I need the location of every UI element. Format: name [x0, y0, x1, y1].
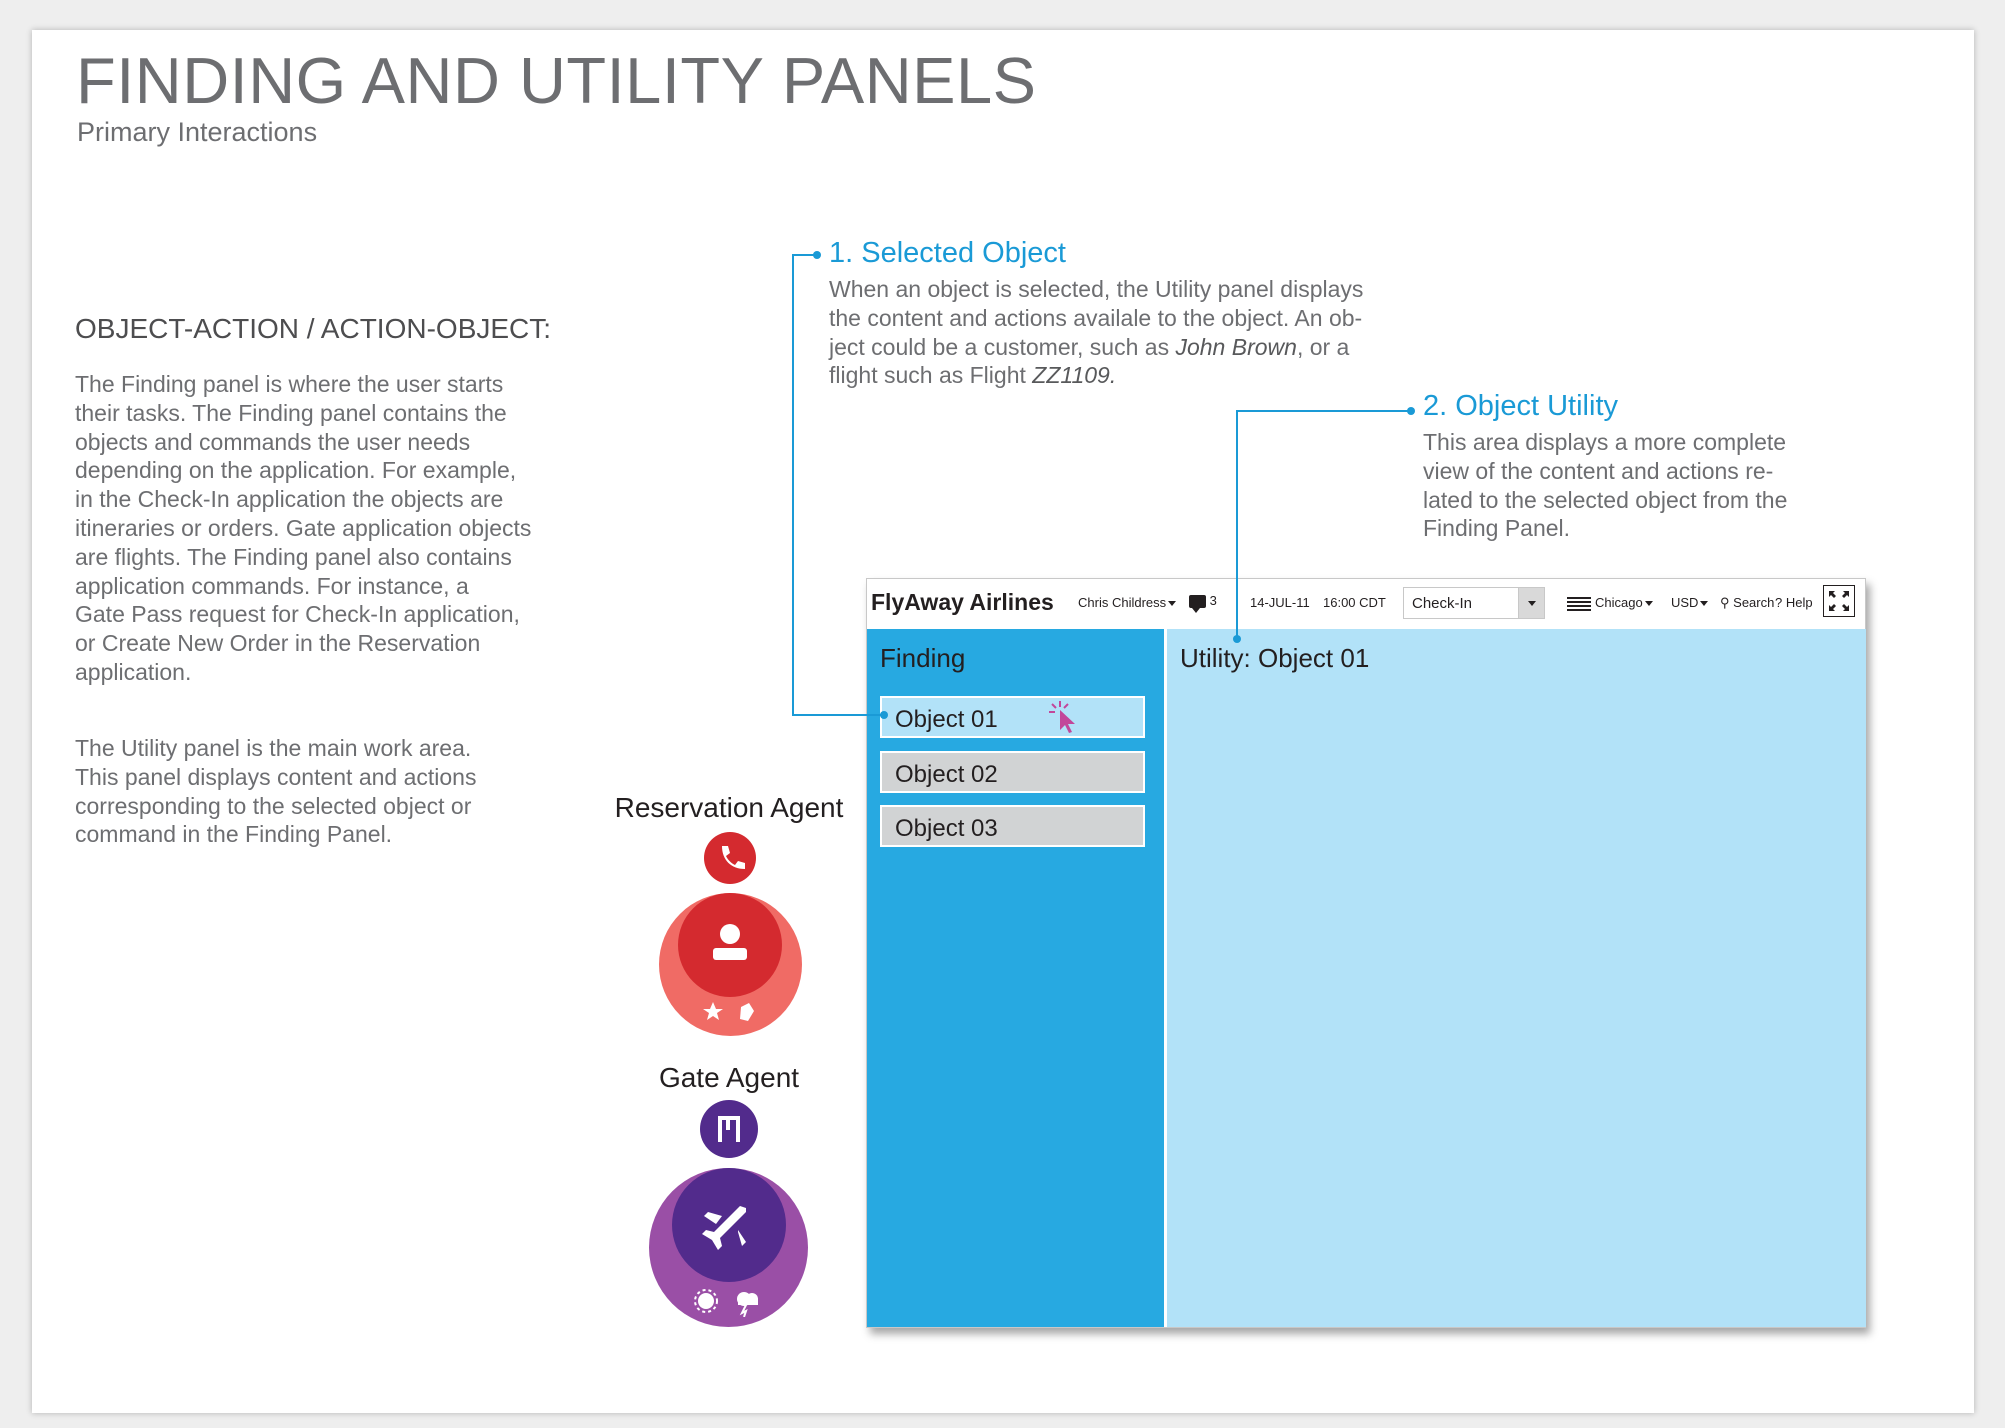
chevron-down-icon — [1700, 601, 1709, 607]
tag-icon — [740, 1003, 754, 1021]
time-display: 16:00 CDT — [1323, 595, 1386, 610]
text-span: ject could be a customer, such as — [829, 333, 1176, 360]
user-menu[interactable]: Chris Childress — [1078, 595, 1177, 610]
text-line: depending on the application. For exampl… — [75, 457, 517, 484]
text-line: objects and commands the user needs — [75, 428, 471, 455]
text-line: This area displays a more complete — [1423, 429, 1787, 455]
gate-icon — [700, 1100, 758, 1158]
app-window: FlyAway Airlines Chris Childress 3 14-JU… — [866, 578, 1866, 1328]
customer-name: John Brown — [1175, 333, 1297, 360]
expand-icon — [1829, 591, 1849, 611]
application-select-value: Check-In — [1412, 595, 1473, 612]
location-label: Chicago — [1595, 595, 1643, 610]
location-menu[interactable]: Chicago — [1567, 595, 1653, 611]
search-label: Search — [1733, 595, 1775, 610]
text-span: flight such as Flight — [829, 362, 1033, 389]
text-line: command in the Finding Panel. — [75, 821, 393, 848]
callout-selected-object-body: When an object is selected, the Utility … — [829, 275, 1429, 390]
text-span: , or a — [1296, 333, 1350, 360]
chevron-down-icon — [1168, 601, 1177, 607]
text-line: are flights. The Finding panel also cont… — [75, 543, 512, 570]
text-line: or Create New Order in the Reservation — [75, 630, 481, 657]
finding-description: The Finding panel is where the user star… — [75, 370, 575, 687]
text-line: The Utility panel is the main work area. — [75, 735, 472, 761]
gate-sub-icons — [694, 1289, 758, 1317]
cursor-click-icon — [1049, 701, 1075, 733]
help-icon: ? — [1775, 595, 1783, 610]
app-header: FlyAway Airlines Chris Childress 3 14-JU… — [867, 579, 1865, 629]
section-heading: OBJECT-ACTION / ACTION-OBJECT: — [75, 313, 552, 344]
message-count: 3 — [1209, 593, 1217, 608]
text-line: The Finding panel is where the user star… — [75, 371, 504, 397]
us-flag-icon — [1567, 596, 1591, 611]
finding-item-object-01[interactable]: Object 01 — [880, 696, 1145, 738]
text-line: application. — [75, 658, 192, 685]
text-line: view of the content and actions re- — [1423, 457, 1774, 484]
finding-item-label: Object 02 — [895, 761, 998, 788]
person-icon — [678, 893, 782, 997]
help-label: Help — [1785, 595, 1813, 610]
utility-panel: Utility: Object 01 — [1164, 629, 1866, 1327]
text-line: This panel displays content and actions — [75, 763, 477, 790]
expand-button[interactable] — [1823, 585, 1855, 617]
text-line: flight such as Flight ZZ1109. — [829, 361, 1429, 390]
search-button[interactable]: ⚲ Search — [1720, 595, 1774, 611]
currency-menu[interactable]: USD — [1671, 595, 1709, 610]
text-line: Finding Panel. — [1423, 515, 1571, 542]
page-subtitle: Primary Interactions — [77, 117, 318, 147]
date-display: 14-JUL-11 — [1250, 595, 1310, 610]
text-line: corresponding to the selected object or — [75, 792, 472, 819]
airplane-icon — [672, 1168, 786, 1282]
reservation-sub-icons — [703, 1002, 754, 1021]
text-line: Gate Pass request for Check-In applicati… — [75, 601, 520, 628]
chevron-down-icon[interactable] — [1518, 588, 1544, 618]
currency-label: USD — [1671, 595, 1699, 610]
user-name: Chris Childress — [1078, 595, 1167, 610]
text-line: their tasks. The Finding panel contains … — [75, 399, 507, 426]
callout-object-utility-body: This area displays a more complete view … — [1423, 428, 1843, 543]
flight-number: ZZ1109. — [1032, 362, 1117, 389]
finding-panel: Finding Object 01 Object 02 Object 03 — [867, 629, 1164, 1327]
text-line: in the Check-In application the objects … — [75, 486, 504, 513]
text-line: When an object is selected, the Utility … — [829, 276, 1364, 302]
help-button[interactable]: ? Help — [1775, 595, 1813, 610]
text-line: ject could be a customer, such as John B… — [829, 333, 1429, 362]
chevron-down-icon — [1644, 601, 1653, 607]
finding-item-label: Object 03 — [895, 815, 998, 842]
reservation-agent-label: Reservation Agent — [614, 792, 844, 823]
application-select[interactable]: Check-In — [1403, 587, 1545, 619]
page-title: FINDING AND UTILITY PANELS — [76, 44, 1037, 117]
storm-icon — [737, 1292, 758, 1317]
search-icon: ⚲ — [1720, 595, 1730, 610]
text-line: lated to the selected object from the — [1423, 486, 1788, 513]
finding-item-object-02[interactable]: Object 02 — [880, 751, 1145, 793]
text-line: itineraries or orders. Gate application … — [75, 514, 532, 541]
brand-name: FlyAway Airlines — [871, 589, 1054, 615]
finding-item-object-03[interactable]: Object 03 — [880, 805, 1145, 847]
messages-button[interactable]: 3 — [1185, 593, 1217, 614]
callout-object-utility-title: 2. Object Utility — [1423, 390, 1618, 422]
text-line: the content and actions availale to the … — [829, 304, 1363, 331]
callout-selected-object-title: 1. Selected Object — [829, 237, 1066, 269]
star-icon — [703, 1002, 723, 1020]
sun-icon — [694, 1289, 718, 1313]
finding-item-label: Object 01 — [895, 706, 998, 733]
utility-description: The Utility panel is the main work area.… — [75, 734, 575, 849]
utility-panel-title: Utility: Object 01 — [1180, 643, 1370, 673]
phone-icon — [704, 832, 756, 884]
message-icon — [1189, 595, 1206, 614]
text-line: application commands. For instance, a — [75, 572, 469, 599]
gate-agent-label: Gate Agent — [658, 1062, 800, 1093]
finding-panel-title: Finding — [880, 643, 966, 673]
